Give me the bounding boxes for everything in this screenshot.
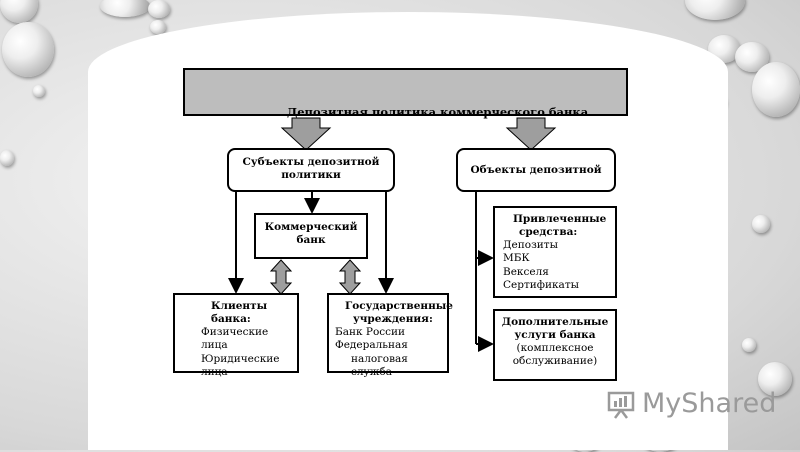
objects-box: Объекты депозитной	[456, 148, 616, 192]
gov-item: налоговая служба	[351, 352, 408, 378]
water-drop-decoration	[752, 215, 770, 233]
diagram-title: Депозитная политика коммерческого банка	[287, 105, 589, 119]
double-arrow-bank-clients	[269, 259, 293, 295]
clients-item: Юридические	[201, 352, 280, 365]
water-drop-decoration	[742, 338, 756, 352]
logo-text: MyShared	[642, 388, 777, 419]
water-drop-decoration	[33, 85, 45, 97]
presentation-board-icon	[606, 389, 636, 419]
attracted-item: МБК	[503, 252, 530, 265]
attracted-item: Депозиты	[503, 239, 558, 252]
gov-item: Федеральная	[335, 339, 408, 352]
bank-label-line1: Коммерческий	[264, 221, 358, 233]
water-drop-decoration	[758, 362, 792, 396]
block-arrow-down	[505, 117, 557, 151]
clients-heading-line1: Клиенты	[211, 300, 268, 312]
water-drop-decoration	[2, 22, 54, 77]
myshared-logo: MyShared	[606, 388, 776, 419]
attracted-heading-line1: Привлеченные	[513, 213, 607, 225]
clients-box: Клиенты банка: Физические лица Юридическ…	[173, 293, 299, 378]
water-drop-decoration	[150, 20, 166, 34]
commercial-bank-box: Коммерческий банк	[254, 213, 368, 259]
additional-services-box: Дополнительные услуги банка (комплексное…	[493, 309, 617, 381]
subjects-label-line1: Субъекты депозитной	[242, 156, 380, 168]
title-bar	[183, 68, 628, 116]
clients-item: лица	[201, 365, 228, 378]
water-drop-decoration	[685, 0, 745, 20]
services-item: (комплексное	[516, 342, 594, 355]
gov-heading-line2: учреждения:	[353, 313, 433, 326]
water-drop-decoration	[0, 150, 14, 166]
attracted-funds-box: Привлеченные средства: Депозиты МБК Векс…	[493, 206, 617, 298]
subjects-box: Субъекты депозитной политики	[227, 148, 395, 192]
water-drop-decoration	[752, 62, 800, 117]
double-arrow-bank-gov	[338, 259, 362, 295]
services-item: обслуживание)	[512, 355, 598, 368]
services-heading-line2: услуги банка	[514, 329, 596, 342]
subjects-label-line2: политики	[281, 169, 341, 182]
attracted-heading-line2: средства:	[519, 226, 578, 239]
government-box: Государственные учреждения: Банк России …	[327, 293, 453, 378]
water-drop-decoration	[100, 0, 150, 17]
attracted-item: Сертификаты	[503, 278, 579, 291]
water-drop-decoration	[0, 0, 38, 23]
clients-heading-line2: банка:	[211, 313, 251, 326]
gov-item: Банк России	[335, 326, 406, 339]
attracted-item: Векселя	[503, 265, 549, 278]
gov-heading-line1: Государственные	[345, 300, 453, 312]
clients-item: Физические лица	[201, 326, 269, 352]
block-arrow-down	[280, 117, 332, 151]
services-heading-line1: Дополнительные	[501, 316, 609, 328]
bank-label-line2: банк	[296, 234, 326, 247]
objects-label: Объекты депозитной	[470, 164, 602, 176]
water-drop-decoration	[148, 0, 170, 18]
